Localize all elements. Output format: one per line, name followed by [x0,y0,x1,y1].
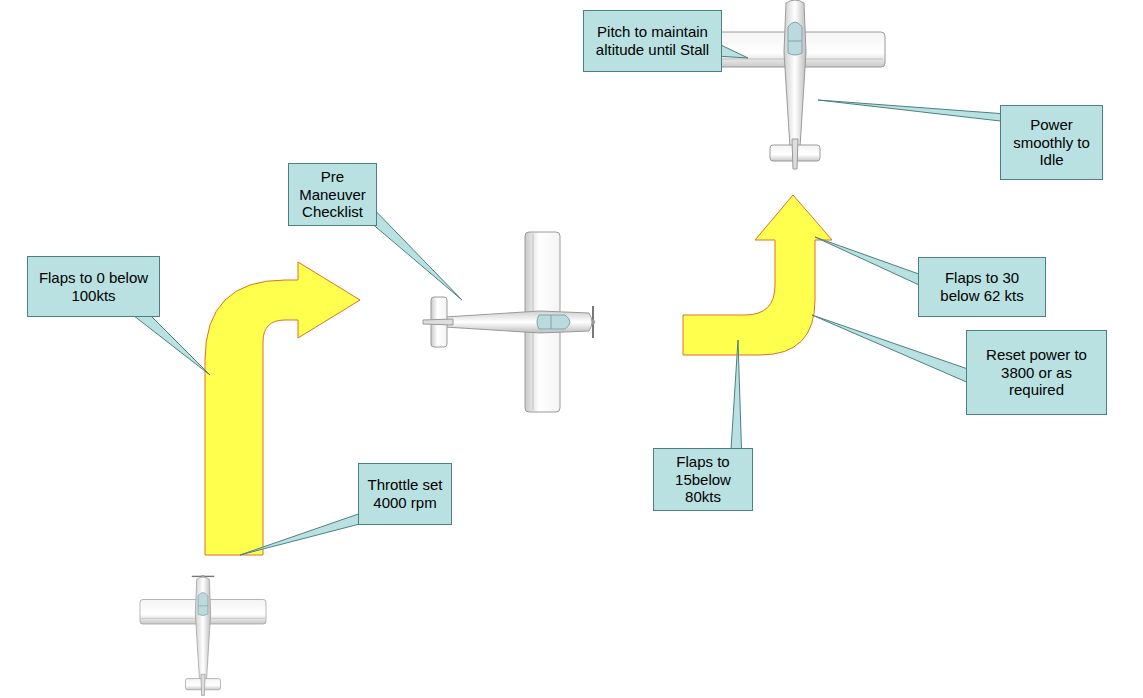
callout-text: Pre Maneuver Checklist [295,168,370,221]
callout-text: Power smoothly to Idle [1007,116,1096,169]
callout-box: Throttle set 4000 rpm [358,463,452,525]
callout-box: Flaps to 0 below 100kts [27,256,160,317]
callout-box: Flaps to 15below 80kts [653,448,753,511]
callout-text: Flaps to 30 below 62 kts [925,269,1039,304]
callout-box: Pitch to maintain altitude until Stall [583,10,722,72]
callout-box: Reset power to 3800 or as required [966,330,1107,415]
callout-text: Flaps to 0 below 100kts [34,269,153,304]
callout-text: Flaps to 15below 80kts [660,453,746,506]
airplane-top [705,0,885,169]
callout-text: Reset power to 3800 or as required [973,346,1100,399]
callout-text: Pitch to maintain altitude until Stall [590,23,715,58]
callout-text: Throttle set 4000 rpm [365,476,445,511]
turn-arrow-left [205,262,360,555]
callout-box: Pre Maneuver Checklist [288,163,377,226]
turn-arrow-right [683,195,832,355]
callout-box: Flaps to 30 below 62 kts [918,257,1046,317]
airplane-bottom [140,575,266,695]
callout-box: Power smoothly to Idle [1000,105,1103,180]
airplane-middle [423,232,595,412]
callout-pointers [120,35,1035,555]
